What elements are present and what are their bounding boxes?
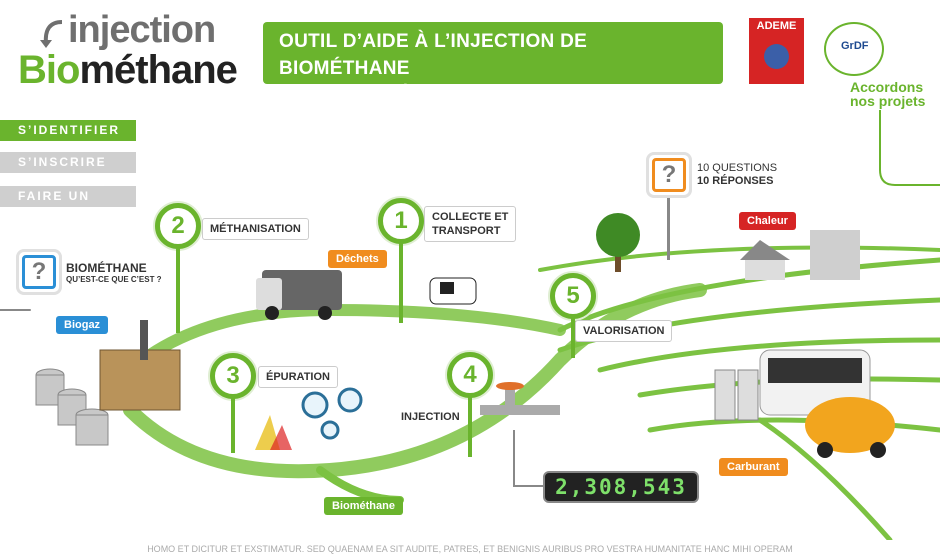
step-3-label[interactable]: ÉPURATION bbox=[258, 366, 338, 388]
banner-line2: DANS LES RÉSEAUX DE GAZ NATUREL bbox=[279, 85, 654, 106]
step-4-button[interactable]: 4 bbox=[447, 352, 493, 398]
faq-text[interactable]: 10 QUESTIONS 10 RÉPONSES bbox=[697, 162, 777, 188]
step-5-label[interactable]: VALORISATION bbox=[575, 320, 673, 342]
nav-identify[interactable]: S’IDENTIFIER bbox=[0, 120, 136, 141]
tag-biogaz[interactable]: Biogaz bbox=[56, 316, 109, 334]
logo-line1: injection bbox=[68, 9, 216, 51]
injection-counter: 2,308,543 bbox=[543, 471, 699, 503]
tag-biomethane[interactable]: Biométhane bbox=[324, 497, 403, 515]
nav-tour[interactable]: FAIRE UN TOUR bbox=[0, 186, 136, 224]
biomethane-info-text[interactable]: BIOMÉTHANE QU’EST-CE QUE C’EST ? bbox=[66, 262, 162, 285]
step-5-pole bbox=[571, 318, 575, 358]
slogan-line2: nos projets bbox=[850, 93, 926, 109]
grdf-logo[interactable]: GrDF bbox=[824, 22, 884, 76]
globe-icon bbox=[764, 44, 789, 69]
nav-register[interactable]: S’INSCRIRE bbox=[0, 152, 136, 173]
step-1-label-line2: TRANSPORT bbox=[432, 225, 501, 237]
grdf-label: GrDF bbox=[841, 40, 869, 52]
step-3-button[interactable]: 3 bbox=[210, 353, 256, 399]
tag-dechets[interactable]: Déchets bbox=[328, 250, 387, 268]
banner-line1: OUTIL D’AIDE À L’INJECTION DE BIOMÉTHANE bbox=[279, 31, 588, 79]
step-1-label[interactable]: COLLECTE ET TRANSPORT bbox=[424, 206, 517, 242]
grdf-slogan: Accordons nos projets bbox=[850, 80, 930, 108]
footer-text: HOMO ET DICITUR ET EXSTIMATUR. SED QUAEN… bbox=[147, 544, 793, 554]
faq-pole bbox=[667, 198, 670, 260]
step-4-label[interactable]: INJECTION bbox=[401, 411, 460, 423]
step-4-pole bbox=[468, 397, 472, 457]
step-5-button[interactable]: 5 bbox=[550, 273, 596, 319]
ademe-label: ADEME bbox=[756, 20, 797, 32]
step-2-pole bbox=[176, 248, 180, 333]
question-icon: ? bbox=[22, 255, 56, 289]
title-banner: OUTIL D’AIDE À L’INJECTION DE BIOMÉTHANE… bbox=[263, 22, 723, 106]
biomethane-info-button[interactable]: ? bbox=[19, 252, 59, 292]
counter-connector bbox=[513, 430, 544, 487]
logo-bio: Bio bbox=[18, 48, 80, 92]
tag-chaleur[interactable]: Chaleur bbox=[739, 212, 796, 230]
step-1-pole bbox=[399, 243, 403, 323]
logo-arrow-icon bbox=[40, 20, 63, 48]
slogan-line1: Accordons bbox=[850, 79, 924, 95]
pipeline-illustration bbox=[0, 213, 940, 540]
logo-line2: Biométhane bbox=[18, 48, 238, 92]
tag-carburant[interactable]: Carburant bbox=[719, 458, 788, 476]
faq-line1: 10 QUESTIONS bbox=[697, 162, 778, 174]
faq-button[interactable]: ? bbox=[649, 155, 689, 195]
step-2-label[interactable]: MÉTHANISATION bbox=[202, 218, 309, 240]
step-2-button[interactable]: 2 bbox=[155, 203, 201, 249]
logo-methane: méthane bbox=[79, 48, 237, 92]
faq-line2: 10 RÉPONSES bbox=[697, 175, 774, 187]
step-1-label-line1: COLLECTE ET bbox=[432, 211, 509, 223]
biomethane-subtitle: QU’EST-CE QUE C’EST ? bbox=[66, 275, 162, 284]
decorative-line bbox=[879, 110, 940, 186]
question-icon: ? bbox=[652, 158, 686, 192]
step-1-button[interactable]: 1 bbox=[378, 198, 424, 244]
biomethane-title: BIOMÉTHANE bbox=[66, 261, 147, 275]
step-3-pole bbox=[231, 398, 235, 453]
ademe-logo[interactable]: ADEME bbox=[749, 18, 804, 84]
